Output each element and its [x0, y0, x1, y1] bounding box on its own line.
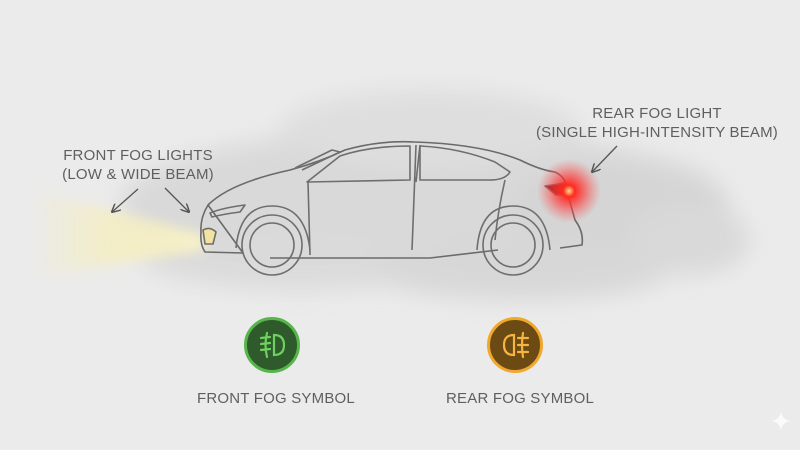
rear-fog-light-label: REAR FOG LIGHT (SINGLE HIGH-INTENSITY BE…: [532, 104, 782, 142]
front-fog-symbol-badge: [244, 317, 300, 373]
rear-fog-symbol-caption: REAR FOG SYMBOL: [446, 390, 595, 407]
car-outline: [200, 140, 584, 276]
front-fog-icon: [259, 331, 286, 359]
sparkle-icon: [771, 411, 791, 431]
label-arrows: [112, 145, 618, 212]
front-fog-symbol-caption: FRONT FOG SYMBOL: [197, 390, 355, 407]
front-fog-beam: [40, 192, 205, 276]
rear-fog-glow: [537, 159, 601, 223]
rear-fog-icon: [502, 331, 530, 359]
rear-fog-label-subtitle: (SINGLE HIGH-INTENSITY BEAM): [535, 124, 779, 141]
front-fog-label-subtitle: (LOW & WIDE BEAM): [62, 166, 214, 183]
front-fog-lights-label: FRONT FOG LIGHTS (LOW & WIDE BEAM): [58, 146, 218, 184]
front-fog-label-title: FRONT FOG LIGHTS: [63, 147, 213, 164]
rear-fog-symbol-badge: [487, 317, 543, 373]
rear-fog-label-title: REAR FOG LIGHT: [592, 105, 722, 122]
